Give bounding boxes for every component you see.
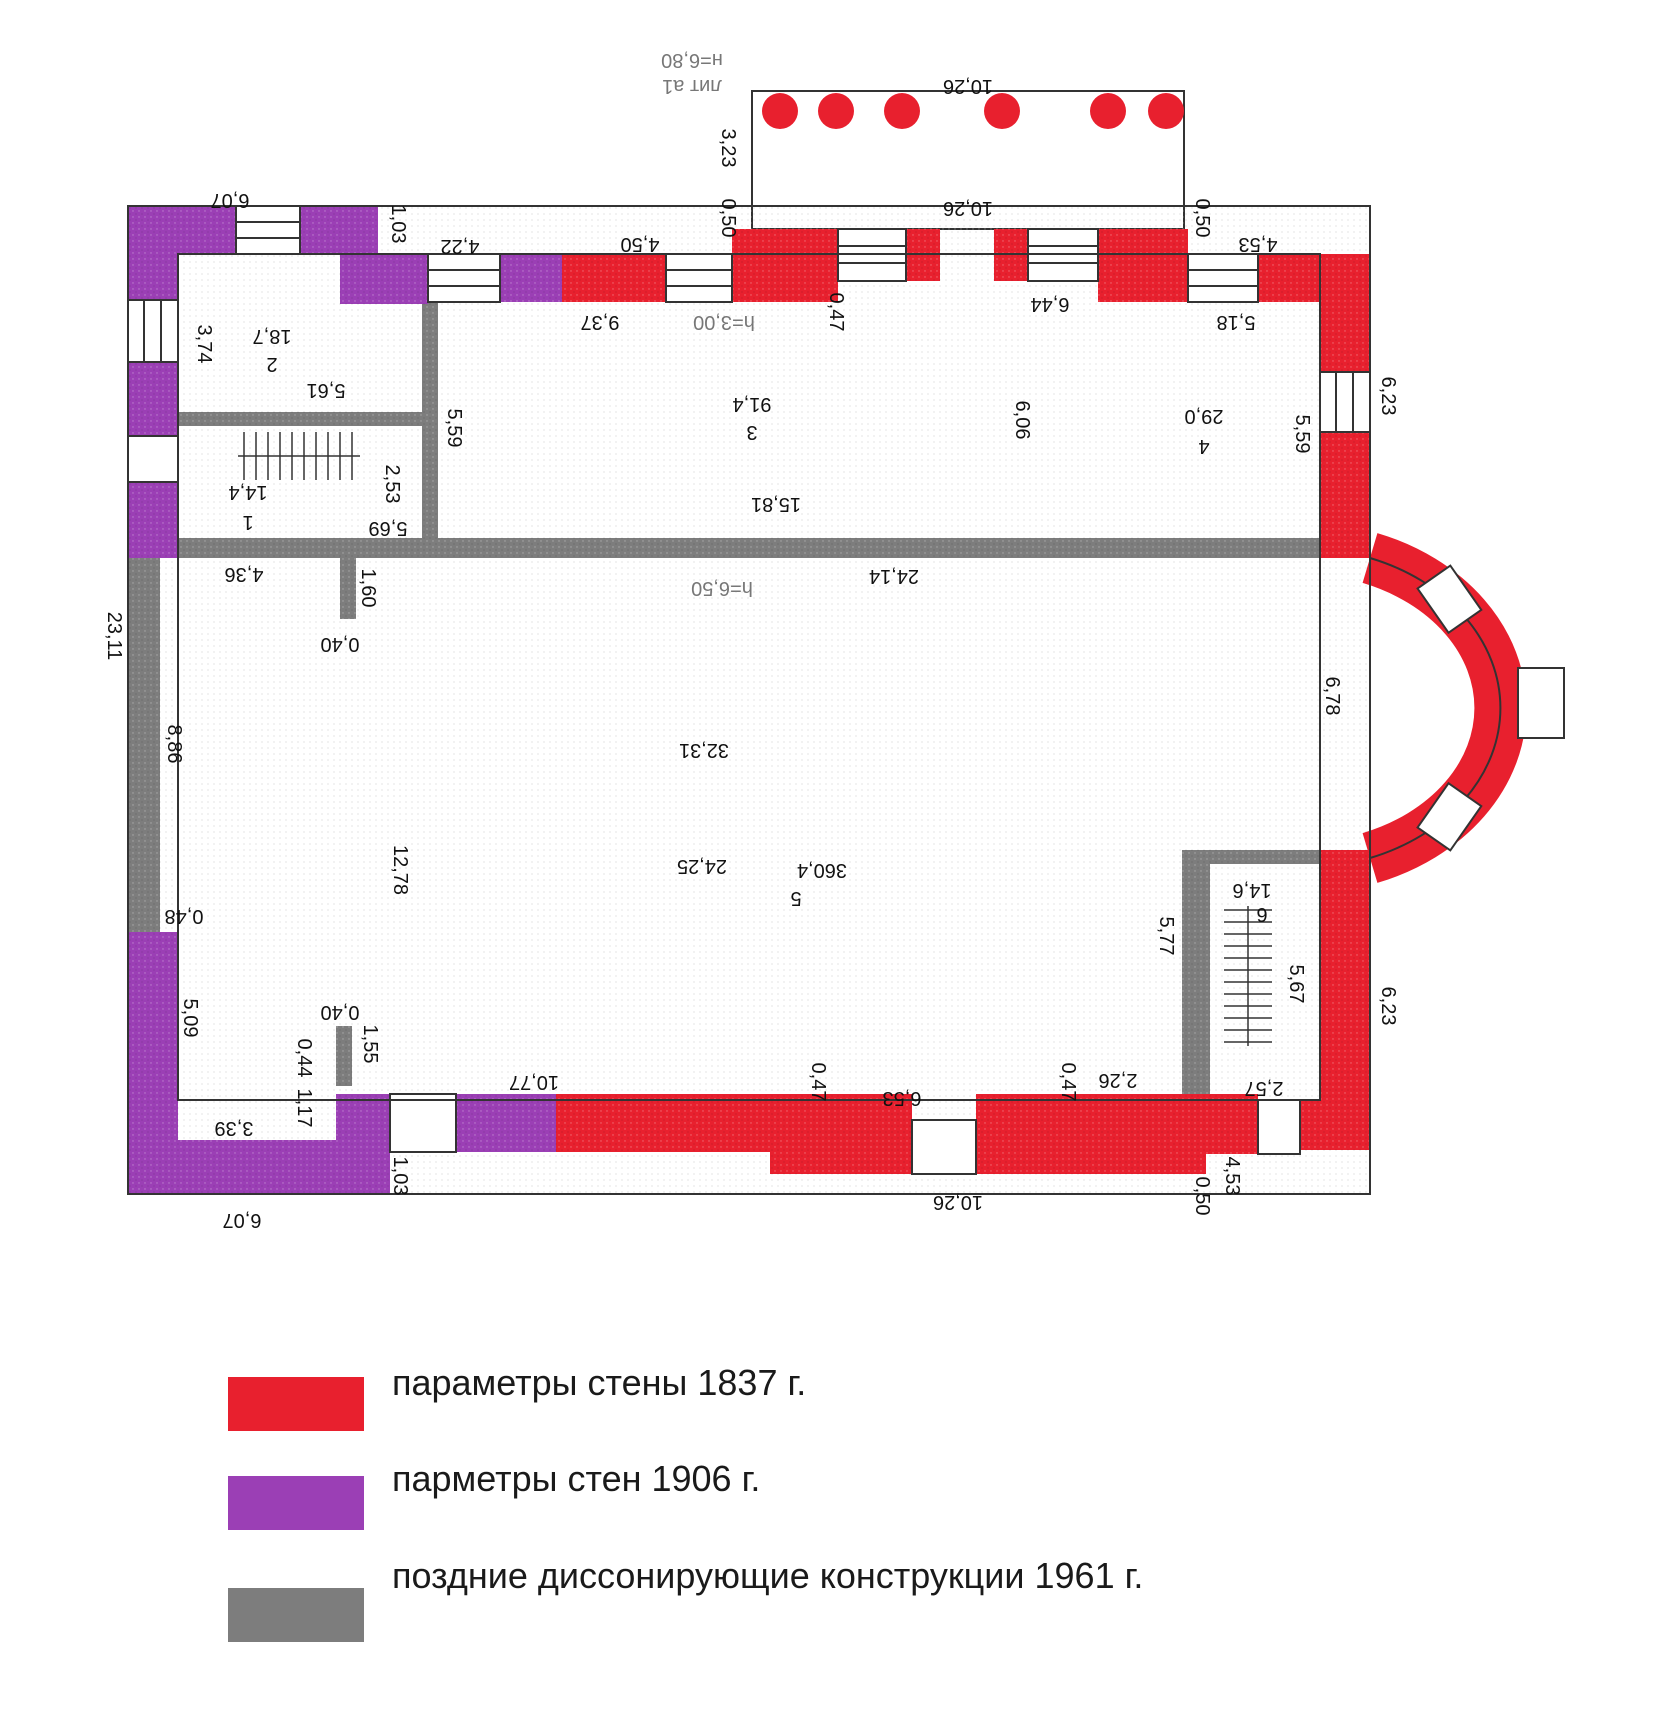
dim-644: 6,44 [1031,293,1070,315]
dimension-labels: 10,26 н=6,80 лит а1 3,23 10,26 0,50 0,50… [103,49,1399,1231]
room5-no: 5 [790,887,801,909]
room4-no: 4 [1198,435,1209,457]
dim-339: 3,39 [215,1117,254,1139]
dim-1278: 12,78 [389,845,411,895]
dim-040a: 0,40 [321,633,360,655]
dim-1026-bot: 10,26 [933,1191,983,1213]
dim-374: 3,74 [193,325,215,364]
dim-1581: 15,81 [751,493,801,515]
dim-253: 2,53 [381,465,403,504]
dim-653: 6,53 [883,1087,922,1109]
dim-portico-width: 10,26 [943,75,993,97]
room5-area: 360,4 [797,859,847,881]
column [1148,93,1184,129]
dim-450: 4,50 [621,233,660,255]
room4-area: 29,0 [1185,405,1224,427]
room2-area: 18,7 [253,325,292,347]
outline [127,205,1371,1195]
dim-103-bot: 1,03 [389,1157,411,1196]
dim-436: 4,36 [225,563,264,585]
dim-040b: 0,40 [321,1001,360,1023]
room2-no: 2 [266,353,277,375]
dim-577: 5,77 [1155,917,1177,956]
room3-no: 3 [746,421,757,443]
dim-h650: h=6,50 [691,577,753,599]
column [818,93,854,129]
dim-front-wall: 10,26 [943,197,993,219]
dim-2425: 24,25 [677,855,727,877]
dim-047-top: 0,47 [825,293,847,332]
dim-606: 6,06 [1011,401,1033,440]
dim-h680: н=6,80 [661,49,723,71]
dim-155: 1,55 [359,1025,381,1064]
dim-h300: h=3,00 [693,311,755,333]
column [762,93,798,129]
dim-2311: 23,11 [103,612,125,661]
stairs-left [238,432,360,480]
dim-453-bot: 4,53 [1221,1157,1243,1196]
column [1090,93,1126,129]
dim-509: 5,09 [179,999,201,1038]
dim-422: 4,22 [441,235,480,257]
dim-047-b2: 0,47 [1057,1063,1079,1102]
column [984,93,1020,129]
dim-623-top: 6,23 [1377,377,1399,416]
dim-518: 5,18 [1217,311,1256,333]
apse [1362,533,1565,883]
dim-559-left: 5,59 [443,409,465,448]
column [884,93,920,129]
dim-044: 0,44 [293,1039,315,1078]
room6-area: 14,6 [1233,879,1272,901]
dim-048: 0,48 [165,905,204,927]
dim-portico-depth: 3,23 [717,129,739,168]
dim-050c: 0,50 [1191,1177,1213,1216]
dim-103-top: 1,03 [387,205,409,244]
dim-lit: лит а1 [662,75,722,97]
dim-453-top: 4,53 [1239,233,1278,255]
dim-569: 5,69 [369,517,408,539]
dim-257: 2,57 [1245,1077,1284,1099]
dim-567: 5,67 [1285,965,1307,1004]
room1-no: 1 [242,511,253,533]
dim-050b: 0,50 [1191,199,1213,238]
dim-886: 8,86 [163,725,185,764]
dim-623-bot: 6,23 [1377,987,1399,1026]
room3-area: 91,4 [733,393,772,415]
dim-2414: 24,14 [869,565,919,587]
dim-678: 6,78 [1321,677,1343,716]
stairs-right [1224,906,1272,1046]
room1-area: 14,4 [229,481,268,503]
dim-160: 1,60 [357,569,379,608]
dim-937: 9,37 [581,311,620,333]
room6-no: 6 [1256,903,1267,925]
dim-226: 2,26 [1099,1069,1138,1091]
dim-3231: 32,31 [679,739,729,761]
dim-1077: 10,77 [509,1071,559,1093]
dim-117: 1,17 [293,1089,315,1128]
dim-559-right: 5,59 [1291,415,1313,454]
dim-607-top: 6,07 [211,189,250,211]
dim-607-bot: 6,07 [223,1209,262,1231]
dim-561: 5,61 [307,379,346,401]
dim-050a: 0,50 [717,199,739,238]
dim-047-b1: 0,47 [807,1063,829,1102]
